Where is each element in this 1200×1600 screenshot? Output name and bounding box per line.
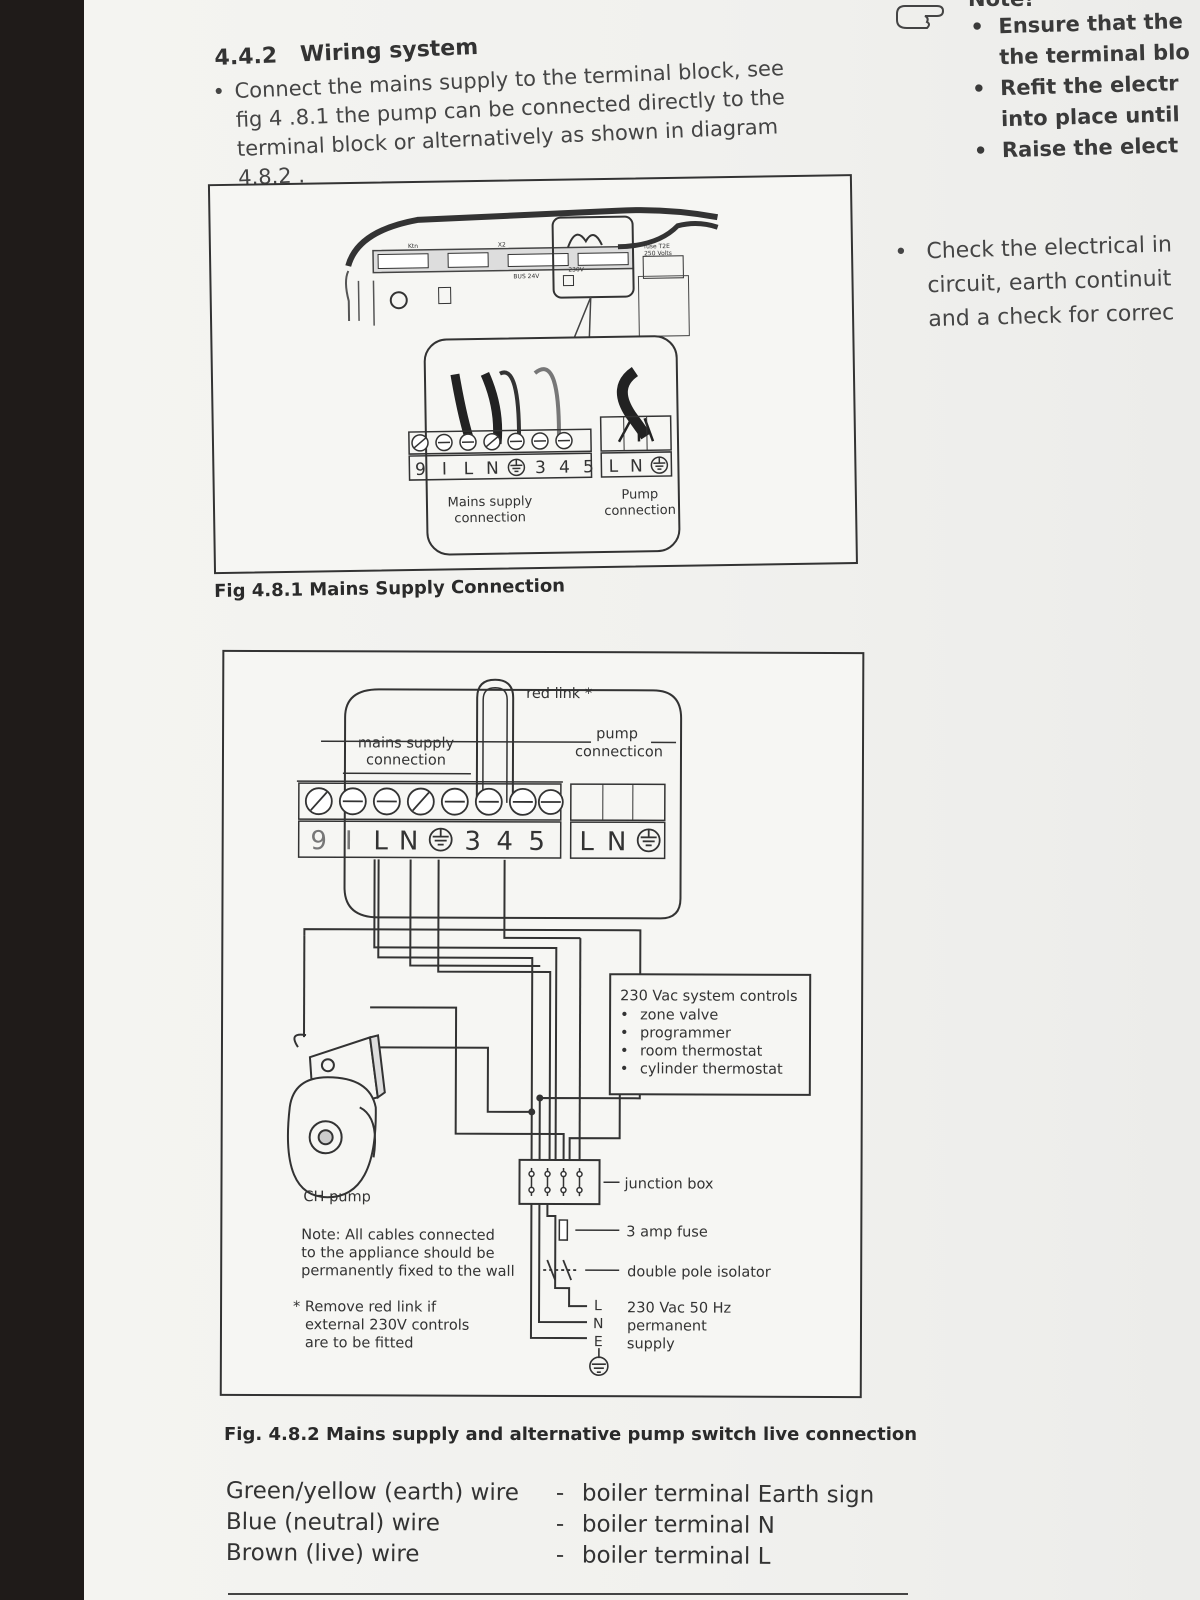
fig1-terminal-9: 9 [415,460,426,480]
fig1-terminal-screws [408,428,592,455]
svg-text:X2: X2 [498,242,506,249]
terminal-enclosure [343,688,683,920]
terminal-3: 3 [464,827,481,857]
pointing-hand-icon [896,5,945,29]
legend-row: Green/yellow (earth) wire - boiler termi… [226,1478,926,1514]
supply-N: N [593,1316,604,1332]
cable-note: Note: All cables connected [301,1227,495,1244]
svg-text:L: L [579,827,594,857]
fig1-terminal-L: L [464,459,474,479]
svg-text:connection: connection [366,752,446,768]
svg-text:permanent: permanent [627,1318,707,1334]
supply-L: L [594,1298,602,1314]
fig1-terminal-N: N [486,459,499,479]
legend-wire: Green/yellow (earth) wire [225,1478,519,1507]
svg-text:•: • [620,1007,629,1023]
check-paragraph: • Check the electrical in circuit, earth… [894,227,1200,338]
section-number: 4.4.2 [214,43,278,71]
terminal-I: I [345,826,353,856]
svg-text:•: • [620,1025,629,1041]
terminal-5: 5 [528,827,545,857]
fig1-terminal-3: 3 [535,458,546,478]
legend-row: Blue (neutral) wire - boiler terminal N [226,1509,926,1545]
svg-text:N: N [607,827,627,857]
terminal-L: L [373,826,388,856]
fig-4-8-2-diagram: red link * mains supply connection pump … [219,649,865,1399]
terminal-9: 9 [310,826,327,856]
isolator-symbol [543,1259,578,1281]
fig1-pump-label: Pump [621,487,658,503]
mains-supply-label: mains supply [358,735,455,751]
fuse-symbol [558,1219,569,1241]
legend-row: Brown (live) wire - boiler terminal L [226,1540,926,1576]
svg-text:fuse T2E: fuse T2E [644,243,670,250]
note-heading: Note! [968,0,1034,15]
terminal-4: 4 [496,827,513,857]
control-item: zone valve [640,1007,718,1023]
legend-terminal: boiler terminal L [581,1542,771,1570]
svg-text:connecticon: connecticon [575,744,663,760]
supply-earth-symbol [589,1348,609,1376]
fig-4-8-2-caption: Fig. 4.8.2 Mains supply and alternative … [224,1424,918,1445]
svg-text:to the appliance should be: to the appliance should be [301,1245,494,1262]
svg-text:BUS 24V: BUS 24V [513,273,540,280]
ch-pump-drawing [286,1033,386,1199]
legend-wire: Blue (neutral) wire [225,1509,441,1537]
note-line: • Raise the elect [973,133,1179,163]
bottom-rule [228,1593,908,1595]
legend-wire: Brown (live) wire [225,1540,420,1568]
svg-text:N: N [630,456,643,476]
svg-text:connection: connection [604,503,676,519]
wiring [303,859,642,1340]
svg-text:external 230V controls: external 230V controls [305,1317,469,1334]
figure-frame [219,649,865,1399]
isolator-label: double pole isolator [627,1264,771,1281]
svg-text:connection: connection [454,510,526,526]
svg-text:permanently fixed to the wall: permanently fixed to the wall [301,1263,514,1280]
svg-text:230V: 230V [568,266,585,273]
junction-box-label: junction box [623,1176,713,1192]
earth-symbol [428,827,453,852]
supply-label: 230 Vac 50 Hz [627,1300,731,1316]
fig1-terminal-4: 4 [559,458,570,478]
fig1-terminal-I: I [442,459,447,479]
legend-terminal: boiler terminal Earth sign [581,1480,875,1509]
control-item: programmer [640,1025,731,1041]
red-link-label: red link * [526,686,592,702]
controls-title: 230 Vac system controls [620,988,797,1005]
fig-4-8-1-diagram: Ktn X2 BUS 24V 230V fuse T2E 250 Volts 9 [207,174,858,575]
legend-dash: - [555,1480,565,1507]
bullet: • [212,79,226,104]
control-board-drawing: Ktn X2 BUS 24V 230V fuse T2E 250 Volts [344,207,719,337]
svg-text:L: L [609,457,619,477]
control-item: cylinder thermostat [640,1061,783,1077]
fuse-label: 3 amp fuse [626,1224,708,1240]
legend-dash: - [555,1542,565,1569]
fig1-mains-label: Mains supply [447,494,532,510]
svg-text:Ktn: Ktn [408,243,418,250]
wire-legend: Green/yellow (earth) wire - boiler termi… [226,1478,926,1571]
control-item: room thermostat [640,1043,763,1059]
svg-text:•: • [620,1061,629,1077]
fig1-earth-symbol [507,458,526,477]
svg-text:are to be fitted: are to be fitted [305,1335,414,1351]
legend-terminal: boiler terminal N [581,1511,775,1539]
note-list: • Ensure that the the terminal blo • Ref… [970,5,1200,167]
supply-E: E [594,1334,603,1350]
svg-text:250 Volts: 250 Volts [644,250,672,257]
ch-pump-label: CH pump [303,1189,370,1205]
remove-link-note: * Remove red link if [293,1299,437,1316]
pump-terminal-block [570,783,666,822]
system-controls-box [608,973,812,1096]
legend-dash: - [555,1511,565,1538]
fig1-terminal-5: 5 [583,457,594,477]
terminal-N: N [399,826,419,856]
pump-connection-label: pump [596,726,638,742]
svg-text:supply: supply [627,1336,675,1352]
fig1-pump-terminal-block [599,415,672,452]
svg-text:•: • [620,1043,629,1059]
